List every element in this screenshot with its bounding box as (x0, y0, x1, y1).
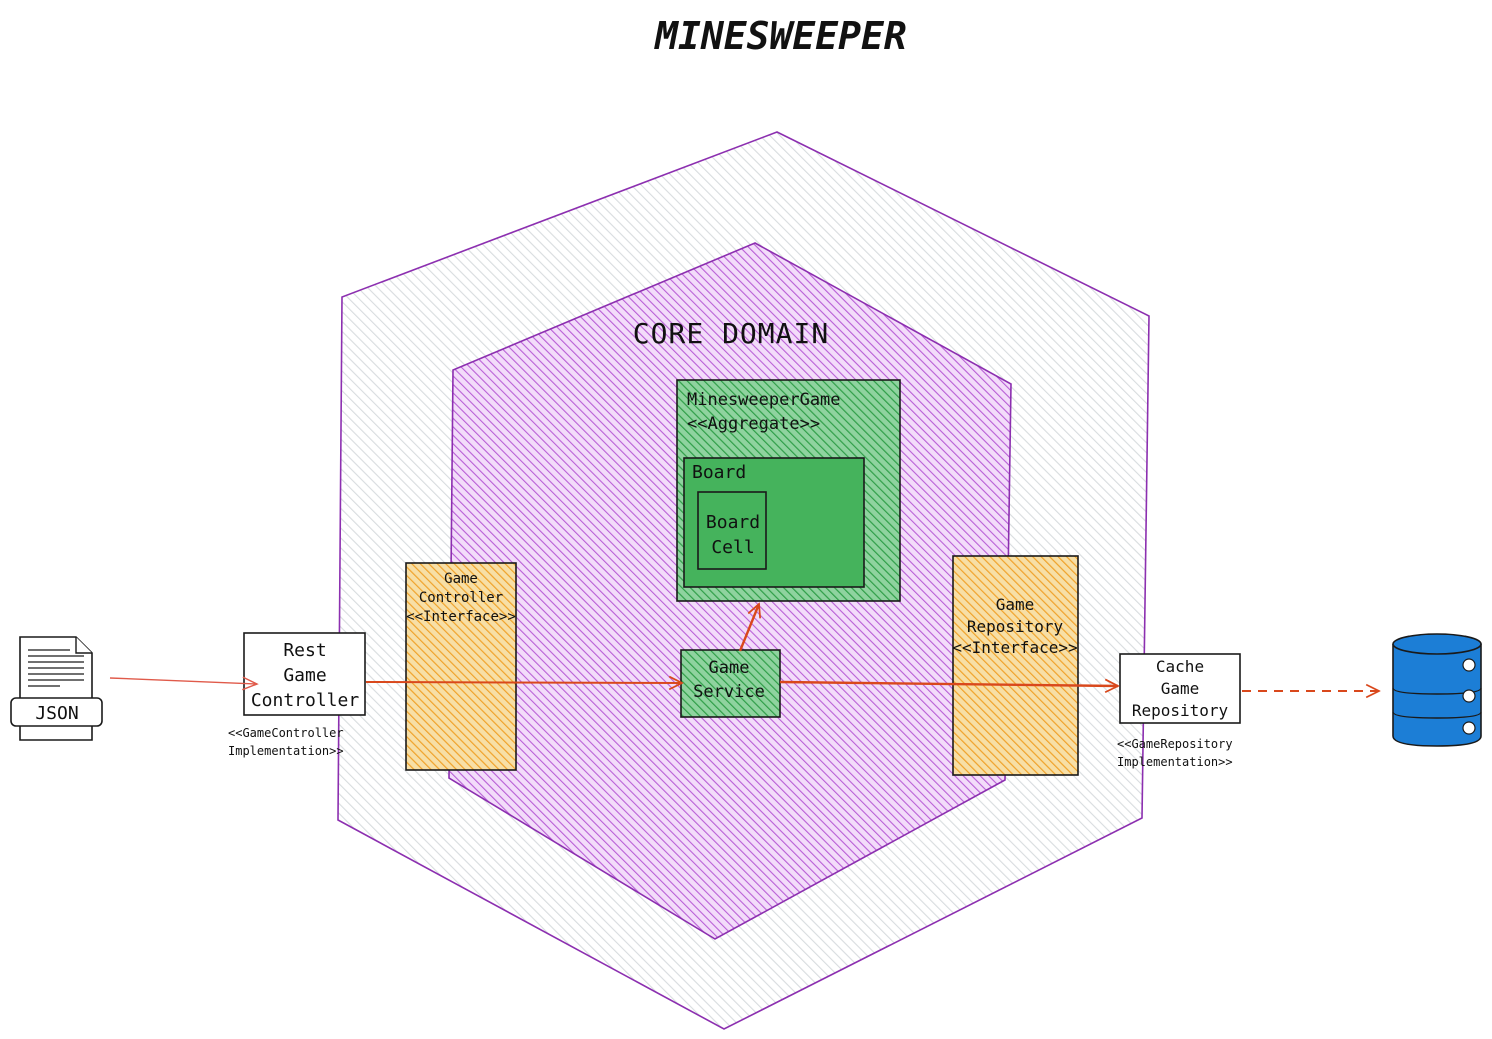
controller-interface-line-3: <<Interface>> (406, 609, 516, 625)
repository-interface-line-1: Game (996, 595, 1035, 614)
rest-controller-line-3: Controller (251, 690, 360, 711)
board-cell-entity: Board Cell (697, 491, 767, 570)
aggregate-stereotype: <<Aggregate>> (687, 414, 820, 434)
database-icon (1392, 633, 1482, 747)
cache-repository-line-2: Game (1161, 679, 1200, 698)
board-label: Board (692, 462, 746, 483)
repository-interface-line-2: Repository (967, 617, 1064, 636)
arrow-service-to-repository (779, 682, 1118, 686)
game-service-line-2: Service (693, 682, 765, 702)
arrow-controller-to-service (365, 682, 682, 683)
game-controller-interface: Game Controller <<Interface>> (405, 562, 517, 771)
svg-text:MinesweeperGame: MinesweeperGame (687, 390, 841, 410)
arrow-json-to-controller (109, 676, 259, 691)
cache-repository-line-3: Repository (1132, 701, 1229, 720)
game-service-line-1: Game (709, 658, 750, 678)
core-domain-label: CORE DOMAIN (633, 317, 829, 350)
rest-controller-line-1: Rest (283, 640, 326, 661)
rest-controller-stereotype-2: Implementation>> (228, 744, 344, 758)
diagram-title: MINESWEEPER (653, 14, 907, 58)
svg-text:<<Aggregate>>: <<Aggregate>> (687, 414, 820, 434)
game-repository-interface: Game Repository <<Interface>> (952, 555, 1079, 776)
document-icon (10, 636, 103, 741)
rest-controller-stereotype-1: <<GameController (228, 726, 344, 740)
repository-interface-line-3: <<Interface>> (952, 638, 1077, 657)
arrow-service-to-aggregate (738, 604, 759, 652)
cache-game-repository: Cache Game Repository (1119, 653, 1241, 724)
aggregate-name: MinesweeperGame (687, 390, 841, 410)
cache-repository-line-1: Cache (1156, 657, 1204, 676)
cache-repository-stereotype-1: <<GameRepository (1117, 737, 1233, 751)
controller-interface-line-2: Controller (419, 590, 503, 606)
game-service: Game Service (680, 649, 781, 718)
board-cell-line-2: Cell (711, 537, 754, 558)
controller-interface-line-1: Game (444, 571, 478, 587)
rest-controller-line-2: Game (283, 665, 326, 686)
board-cell-line-1: Board (706, 512, 760, 533)
json-label: JSON (35, 703, 78, 724)
cache-repository-stereotype-2: Implementation>> (1117, 755, 1233, 769)
rest-game-controller: Rest Game Controller (243, 632, 366, 716)
